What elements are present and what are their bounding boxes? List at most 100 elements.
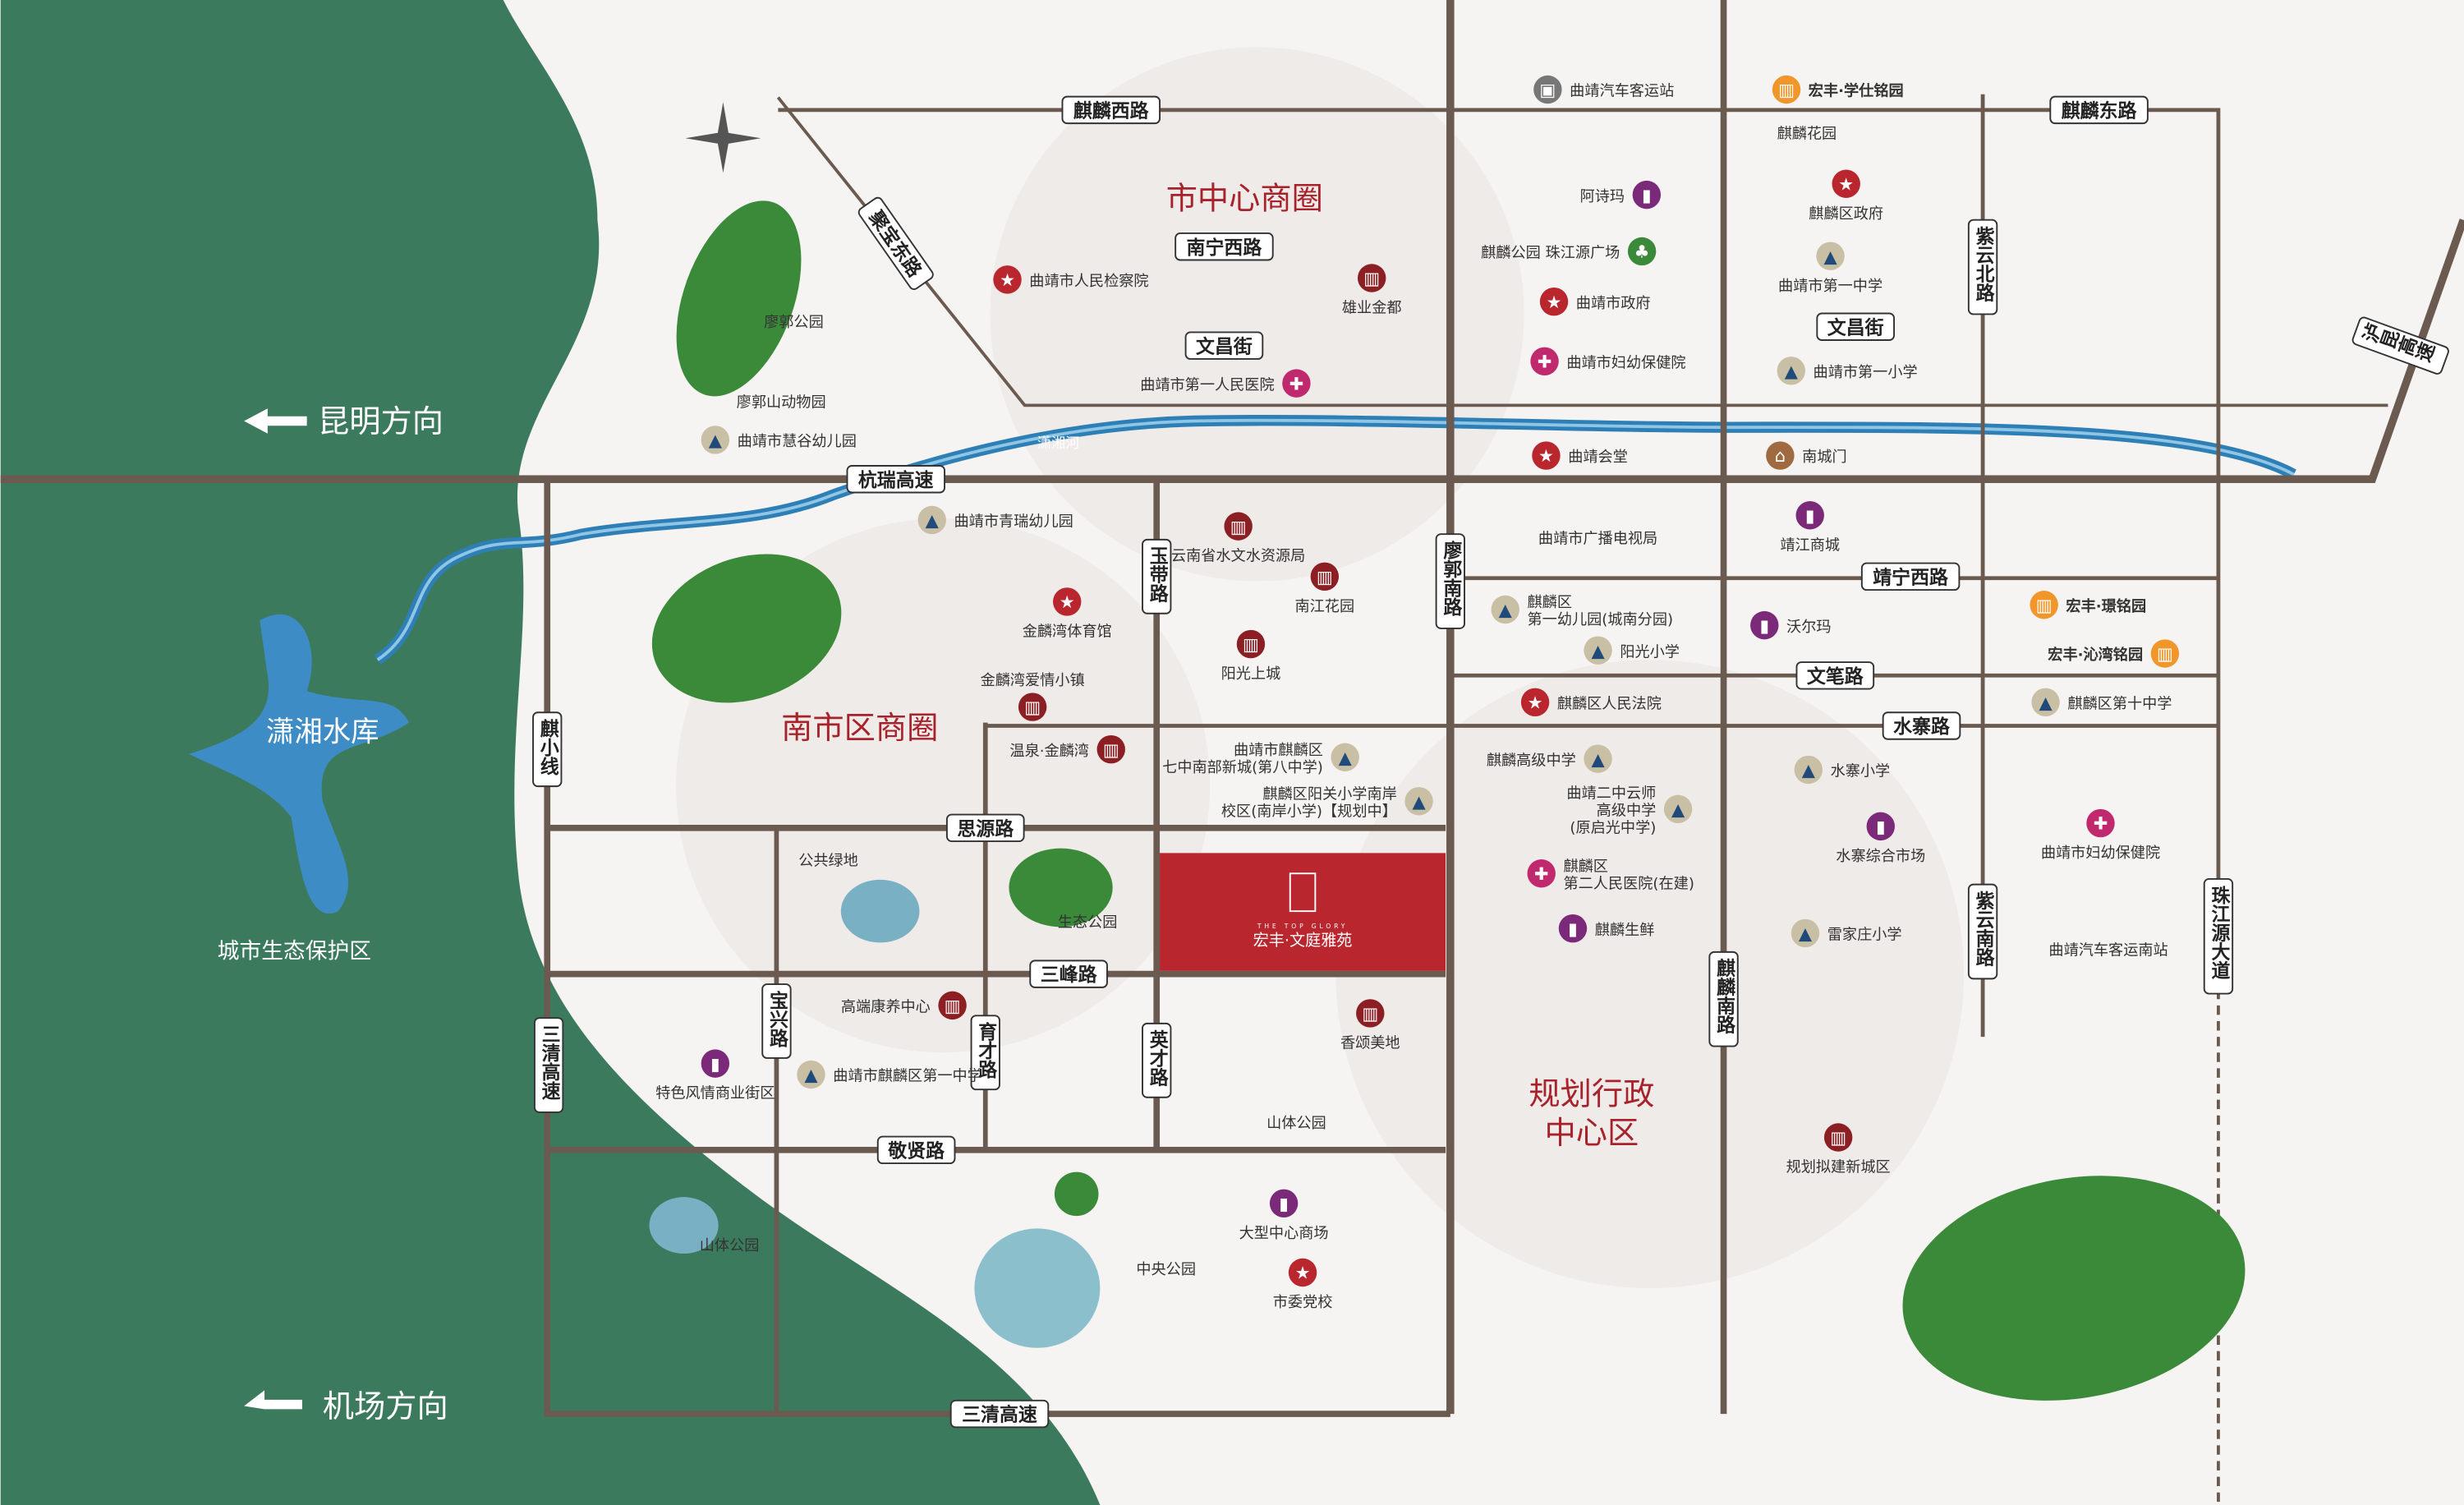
poi-gov[interactable]: ★金麟湾体育馆	[1023, 587, 1112, 640]
hongfeng-project-icon	[2030, 591, 2058, 619]
poi-label[interactable]: 廖郭山动物园	[737, 394, 826, 411]
road-name: 麒小线	[536, 718, 559, 776]
shopping-bag-icon	[1795, 501, 1824, 530]
shopping-bag-icon	[1866, 812, 1895, 841]
poi-gov[interactable]: ★麒麟区政府	[1809, 169, 1883, 223]
poi-gov[interactable]: ★曲靖市政府	[1539, 287, 1651, 316]
poi-shop[interactable]: ▮ 沃尔玛	[1750, 610, 1832, 640]
road-label: 紫云南路	[1967, 883, 1998, 980]
poi-park[interactable]: ♣麒麟公园 珠江源广场	[1481, 237, 1657, 266]
poi-gov[interactable]: ★曲靖市人民检察院	[993, 265, 1149, 294]
poi-glyph: ▥	[2036, 595, 2053, 615]
poi-hospital[interactable]: ✚曲靖市第一人民医院	[1140, 369, 1311, 398]
poi-shop[interactable]: ▮麒麟生鲜	[1558, 914, 1655, 943]
poi-hongfeng[interactable]: ▥宏丰·沁湾铭园	[2048, 639, 2180, 668]
poi-glyph: ▮	[1759, 615, 1769, 636]
poi-hospital[interactable]: ✚曲靖市妇幼保健院	[1530, 347, 1686, 376]
road-label: 紫云北路	[1967, 219, 1998, 315]
poi-gov[interactable]: ★市委党校	[1273, 1258, 1333, 1311]
admin-center-label-2: 中心区	[1545, 1116, 1639, 1152]
poi-school[interactable]: ▲曲靖市麒麟区第一中学	[797, 1060, 982, 1089]
gate-icon	[1766, 441, 1795, 470]
poi-label: 曲靖市第一小学	[1814, 364, 1918, 381]
poi-label: 市委党校	[1273, 1294, 1333, 1311]
poi-residential[interactable]: ▥温泉·金麟湾	[1009, 734, 1125, 764]
poi-label: 沃尔玛	[1786, 619, 1831, 636]
poi-glyph: ★	[1000, 269, 1015, 290]
poi-school[interactable]: ▲雷家庄小学	[1791, 918, 1902, 948]
poi-school[interactable]: ▲曲靖市慧谷幼儿园	[701, 426, 857, 454]
poi-school[interactable]: ▲曲靖市第一小学	[1777, 357, 1918, 385]
road-name: 麒麟东路	[2062, 99, 2138, 122]
road-label: 敬贤路	[876, 1135, 956, 1165]
poi-label[interactable]: 曲靖市广播电视局	[1538, 531, 1657, 548]
poi-school[interactable]: ▲阳光小学	[1584, 636, 1680, 665]
school-icon	[797, 1060, 825, 1089]
poi-glyph: ▲	[1799, 923, 1813, 944]
poi-glyph: ★	[1538, 445, 1554, 466]
poi-gov[interactable]: ★麒麟区人民法院	[1520, 688, 1662, 717]
poi-label: 阳光上城	[1221, 665, 1281, 683]
south-district-label: 南市区商圈	[781, 711, 938, 747]
poi-label[interactable]: 公共绿地	[798, 853, 858, 870]
poi-label: 曲靖汽车客运站	[1570, 83, 1674, 100]
poi-shop[interactable]: ▮特色风情商业街区	[655, 1049, 775, 1102]
poi-label: 曲靖市第一中学	[1778, 278, 1882, 295]
poi-label: 山体公园	[700, 1237, 760, 1254]
road-label: 南宁西路	[1175, 232, 1274, 261]
poi-label: 特色风情商业街区	[655, 1085, 775, 1102]
reservoir	[189, 614, 409, 914]
poi-hongfeng[interactable]: ▥宏丰·璟铭园	[2030, 591, 2146, 619]
road-label: 杭瑞高速	[846, 465, 946, 494]
poi-shop[interactable]: ▮阿诗玛	[1580, 180, 1662, 209]
poi-school[interactable]: ▲曲靖市青瑞幼儿园	[917, 505, 1073, 535]
road-label: 麒麟南路	[1708, 950, 1739, 1047]
road-label: 珠江源大道	[2203, 877, 2234, 995]
poi-glyph: ⌂	[1775, 445, 1786, 466]
poi-shop[interactable]: ▮大型中心商场	[1239, 1189, 1329, 1242]
poi-label: 南江花园	[1295, 598, 1355, 615]
poi-residential[interactable]: ▥高端康养中心	[841, 991, 967, 1020]
poi-school[interactable]: ▲水寨小学	[1794, 755, 1891, 785]
protect-zone-label: 城市生态保护区	[218, 939, 371, 964]
school-icon	[701, 426, 730, 454]
poi-residential[interactable]: ▥阳光上城	[1221, 629, 1281, 683]
poi-label[interactable]: 山体公园	[700, 1237, 760, 1254]
poi-residential[interactable]: ▥规划拟建新城区	[1786, 1123, 1891, 1176]
poi-bus[interactable]: ▣曲靖汽车客运站	[1533, 75, 1674, 104]
poi-residential[interactable]: ▥雄业金都	[1342, 264, 1402, 317]
poi-school[interactable]: ▲曲靖二中云师高级中学(原启光中学)	[1566, 785, 1693, 837]
poi-hospital[interactable]: ✚麒麟区第二人民医院(在建)	[1527, 858, 1694, 892]
poi-gate[interactable]: ⌂南城门	[1766, 441, 1847, 470]
poi-school[interactable]: ▲麒麟区第十中学	[2031, 688, 2172, 717]
poi-glyph: ▥	[2157, 643, 2173, 664]
zone-circle	[1335, 660, 1965, 1289]
poi-label[interactable]: 曲靖汽车客运南站	[2048, 942, 2167, 960]
road-label: 靖宁西路	[1860, 562, 1961, 591]
poi-label[interactable]: 中央公园	[1136, 1261, 1196, 1278]
poi-label[interactable]: 生态公园	[1058, 914, 1118, 931]
poi-label[interactable]: 麒麟花园	[1777, 125, 1837, 142]
poi-shop[interactable]: ▮水寨综合市场	[1836, 812, 1925, 865]
poi-school[interactable]: ▲曲靖市第一中学	[1778, 242, 1882, 295]
road-name: 文昌街	[1827, 316, 1884, 338]
poi-glyph: ♣	[1634, 242, 1650, 262]
poi-shop[interactable]: ▮靖江商城	[1780, 501, 1840, 554]
road-name: 珠江源大道	[2208, 886, 2230, 980]
poi-label[interactable]: 山体公园	[1266, 1115, 1326, 1132]
poi-label: 曲靖市广播电视局	[1538, 531, 1657, 548]
poi-hongfeng[interactable]: ▥宏丰·学仕铭园	[1772, 75, 1904, 104]
poi-label[interactable]: 廖郭公园	[764, 314, 824, 331]
poi-school[interactable]: ▲曲靖市麒麟区七中南部新城(第八中学)	[1162, 742, 1359, 776]
poi-school[interactable]: ▲麒麟区阳关小学南岸校区(南岸小学)【规划中】	[1221, 785, 1433, 820]
poi-residential[interactable]: ▥香颂美地	[1340, 999, 1400, 1052]
poi-school[interactable]: ▲麒麟高级中学	[1487, 744, 1612, 773]
poi-residential[interactable]: ▥南江花园	[1295, 562, 1355, 615]
poi-school[interactable]: ▲麒麟区第一幼儿园(城南分园)	[1491, 594, 1674, 628]
poi-residential[interactable]: ▥云南省水文水资源局	[1171, 512, 1305, 565]
poi-hospital[interactable]: ✚曲靖市妇幼保健院	[2041, 808, 2160, 862]
poi-glyph: ✚	[1534, 863, 1549, 884]
poi-residential[interactable]: ▥金麟湾爱情小镇	[981, 672, 1085, 721]
school-icon	[1404, 787, 1433, 816]
poi-gov[interactable]: ★曲靖会堂	[1532, 441, 1628, 470]
